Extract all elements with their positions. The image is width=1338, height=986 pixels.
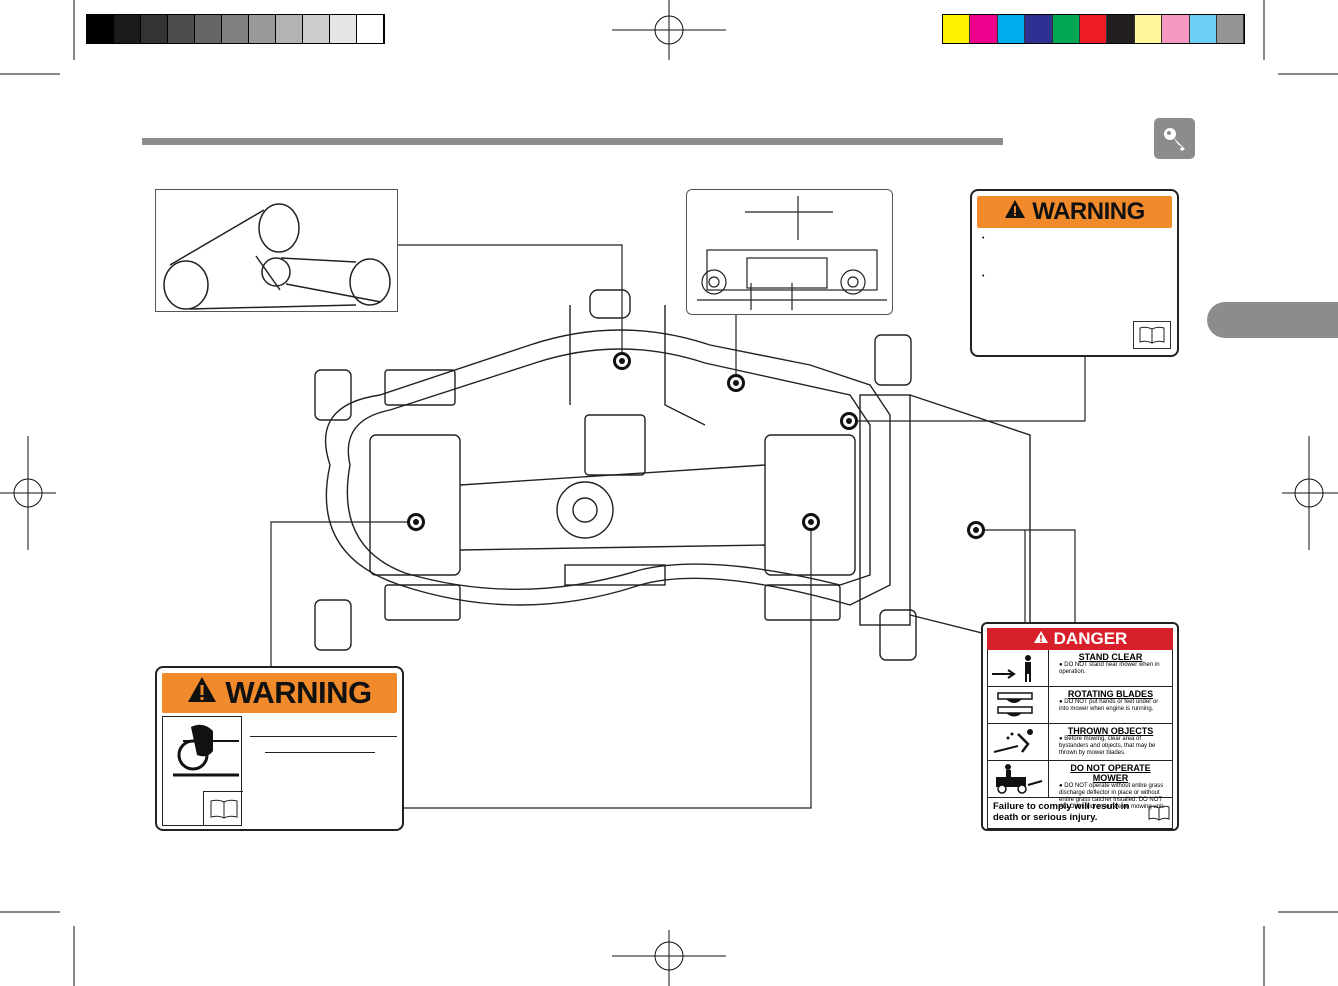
manual-book-icon [1133, 321, 1171, 349]
decal-location-marker [407, 513, 425, 531]
manual-book-icon [203, 791, 243, 825]
color-swatch [1107, 15, 1135, 43]
danger-title: DANGER [1053, 629, 1128, 648]
gray-swatch [249, 15, 276, 43]
color-calibration-bar [942, 14, 1246, 44]
danger-row-heading: STAND CLEAR [1078, 652, 1143, 662]
gray-swatch [330, 15, 357, 43]
danger-row-body: ● DO NOT operate without entire grass di… [1059, 783, 1165, 810]
warning-title: WARNING [1032, 198, 1145, 225]
warning-triangle-icon [1033, 629, 1049, 649]
gray-swatch [141, 15, 168, 43]
danger-row: DO NOT OPERATE MOWER ● DO NOT operate wi… [988, 760, 1172, 810]
danger-row-body: ● Before mowing, clear area of bystander… [1059, 736, 1156, 756]
rider-icon [988, 761, 1049, 797]
danger-decal: DANGER STAND CLEAR ● DO NOT stand near m… [981, 622, 1179, 831]
danger-row-heading: THROWN OBJECTS [1067, 726, 1154, 736]
bystander-icon [988, 650, 1049, 686]
gray-swatch [303, 15, 330, 43]
color-swatch [997, 15, 1026, 43]
color-swatch [1162, 15, 1190, 43]
gray-swatch [195, 15, 222, 43]
color-swatch [1189, 15, 1217, 43]
key-icon [1154, 118, 1195, 159]
danger-row: ROTATING BLADES ● DO NOT put hands or fe… [988, 686, 1172, 723]
danger-row-body: ● DO NOT put hands or feet under or into… [1059, 699, 1159, 712]
manual-book-icon [1146, 798, 1172, 828]
decal-location-marker [613, 352, 631, 370]
gray-swatch [276, 15, 303, 43]
color-swatch [970, 15, 998, 43]
mower-deck-drawing [314, 289, 1031, 661]
gray-swatch [222, 15, 249, 43]
danger-footer-text: Failure to comply will result in death o… [993, 801, 1130, 823]
color-swatch [1134, 15, 1163, 43]
warning-decal-bottom: WARNING [155, 666, 404, 831]
decal-location-marker [727, 374, 745, 392]
gray-swatch [168, 15, 195, 43]
danger-header: DANGER [987, 628, 1173, 650]
color-swatch [1052, 15, 1080, 43]
warning-triangle-icon [187, 675, 217, 711]
color-swatch [1025, 15, 1053, 43]
danger-row: THROWN OBJECTS ● Before mowing, clear ar… [988, 723, 1172, 760]
warning-title: WARNING [225, 675, 372, 710]
decal-location-marker [802, 513, 820, 531]
danger-footer: Failure to comply will result in death o… [988, 797, 1172, 828]
warning-decal-top: WARNING • • [970, 189, 1179, 357]
blade-hand-icon [988, 687, 1049, 723]
decal-location-marker [840, 412, 858, 430]
color-swatch [943, 15, 971, 43]
warning-triangle-icon [1004, 198, 1026, 226]
belt-routing-diagram [155, 189, 398, 312]
header-rule [142, 138, 1003, 145]
hand-in-belt-icon [163, 717, 241, 794]
warning-header: WARNING [977, 196, 1172, 228]
danger-row: STAND CLEAR ● DO NOT stand near mower wh… [988, 650, 1172, 686]
gray-swatch [114, 15, 141, 43]
color-swatch [1216, 15, 1245, 43]
danger-row-heading: DO NOT OPERATE MOWER [1070, 763, 1151, 783]
grayscale-calibration-bar [86, 14, 385, 44]
deck-level-diagram [686, 189, 893, 315]
chapter-tab [1207, 302, 1338, 338]
color-swatch [1079, 15, 1108, 43]
danger-row-body: ● DO NOT stand near mower when in operat… [1059, 662, 1160, 675]
decal-location-marker [967, 521, 985, 539]
thrown-object-icon [988, 724, 1049, 760]
warning-header: WARNING [162, 673, 397, 713]
gray-swatch [87, 15, 114, 43]
danger-row-heading: ROTATING BLADES [1067, 689, 1154, 699]
gray-swatch [357, 15, 384, 43]
